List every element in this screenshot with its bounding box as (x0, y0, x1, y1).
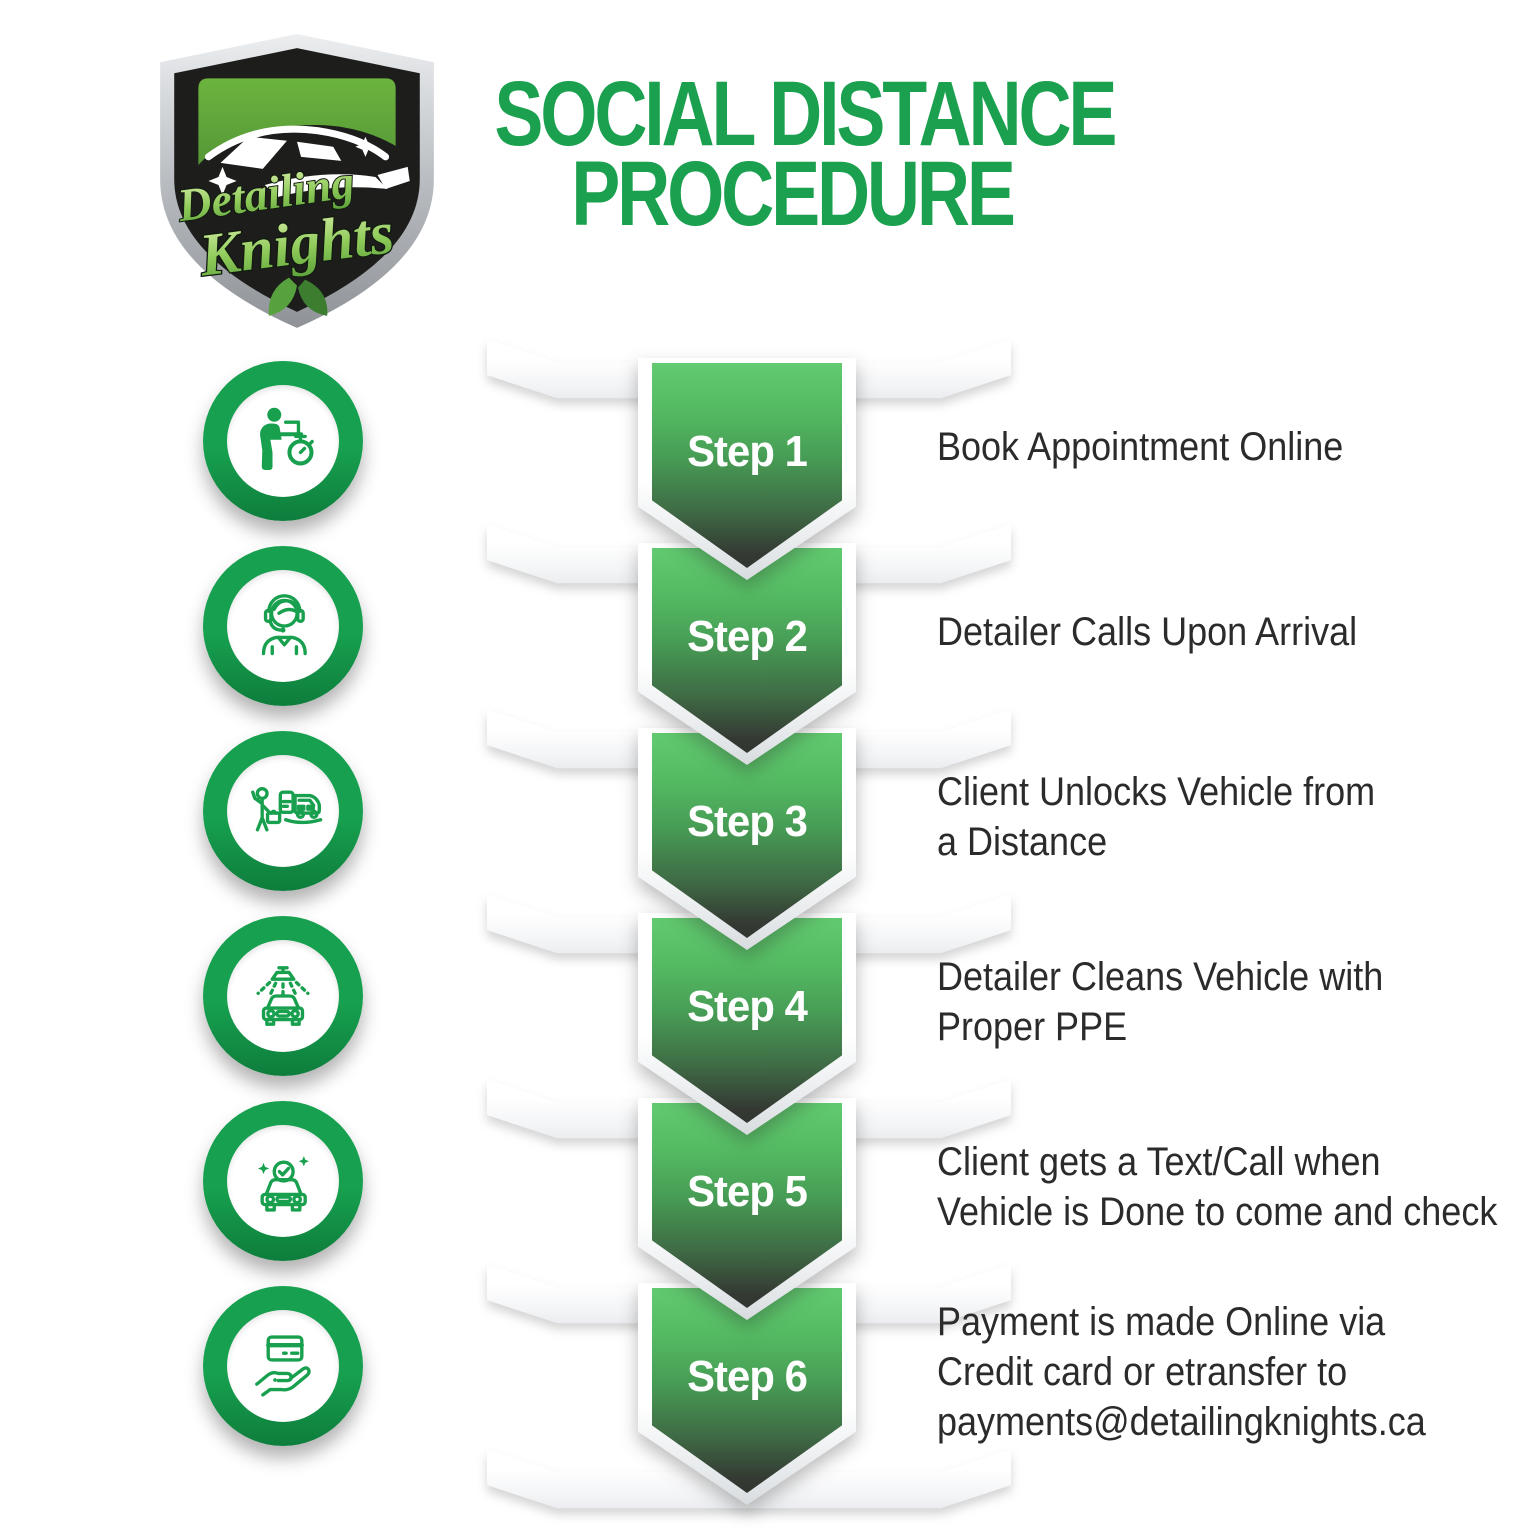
car-wash-icon (227, 940, 339, 1052)
step5-description: Client gets a Text/Call when Vehicle is … (937, 1140, 1498, 1234)
car-window-rear (297, 141, 342, 161)
step2-description: Detailer Calls Upon Arrival (937, 610, 1358, 654)
remote-unlock-car-icon (227, 755, 339, 867)
step3-description: Client Unlocks Vehicle from a Distance (937, 770, 1376, 864)
step4-description: Detailer Cleans Vehicle with Proper PPE (937, 955, 1384, 1049)
step1-description: Book Appointment Online (937, 425, 1344, 469)
payment-card-hand-icon (227, 1310, 339, 1422)
step6-medallion (203, 1286, 363, 1446)
page-title-line2: PROCEDURE (571, 143, 1016, 245)
step3-medallion (203, 731, 363, 891)
sparkle (208, 166, 237, 196)
page-title: SOCIAL DISTANCE PROCEDURE (494, 63, 1117, 245)
step6-description: Payment is made Online via Credit card o… (937, 1300, 1426, 1444)
brand-logo: Detailing Knights (160, 34, 434, 328)
step1-medallion (203, 361, 363, 521)
car-windshield (220, 136, 287, 169)
car-front-highlight (377, 166, 410, 190)
step3-banner: Step 3 (638, 728, 856, 950)
leaf-icon (298, 279, 328, 316)
step5-medallion (203, 1101, 363, 1261)
step6-banner: Step 6 (638, 1283, 856, 1505)
step2-label: Step 2 (687, 612, 808, 661)
sparkle (355, 136, 376, 157)
online-booking-icon (227, 385, 339, 497)
car-done-check-icon (227, 1125, 339, 1237)
leaf-icon (268, 277, 297, 316)
step2-banner: Step 2 (638, 543, 856, 765)
step3-label: Step 3 (687, 797, 808, 846)
step5-banner: Step 5 (638, 1098, 856, 1320)
step6-label: Step 6 (687, 1352, 808, 1401)
step4-banner: Step 4 (638, 913, 856, 1135)
car-side-highlight (264, 174, 388, 198)
step1-label: Step 1 (687, 427, 808, 476)
page-title-line1: SOCIAL DISTANCE (494, 63, 1117, 165)
step4-label: Step 4 (687, 982, 808, 1031)
headset-agent-icon (227, 570, 339, 682)
step5-label: Step 5 (687, 1167, 808, 1216)
step2-medallion (203, 546, 363, 706)
step1-banner: Step 1 (638, 358, 856, 580)
step4-medallion (203, 916, 363, 1076)
